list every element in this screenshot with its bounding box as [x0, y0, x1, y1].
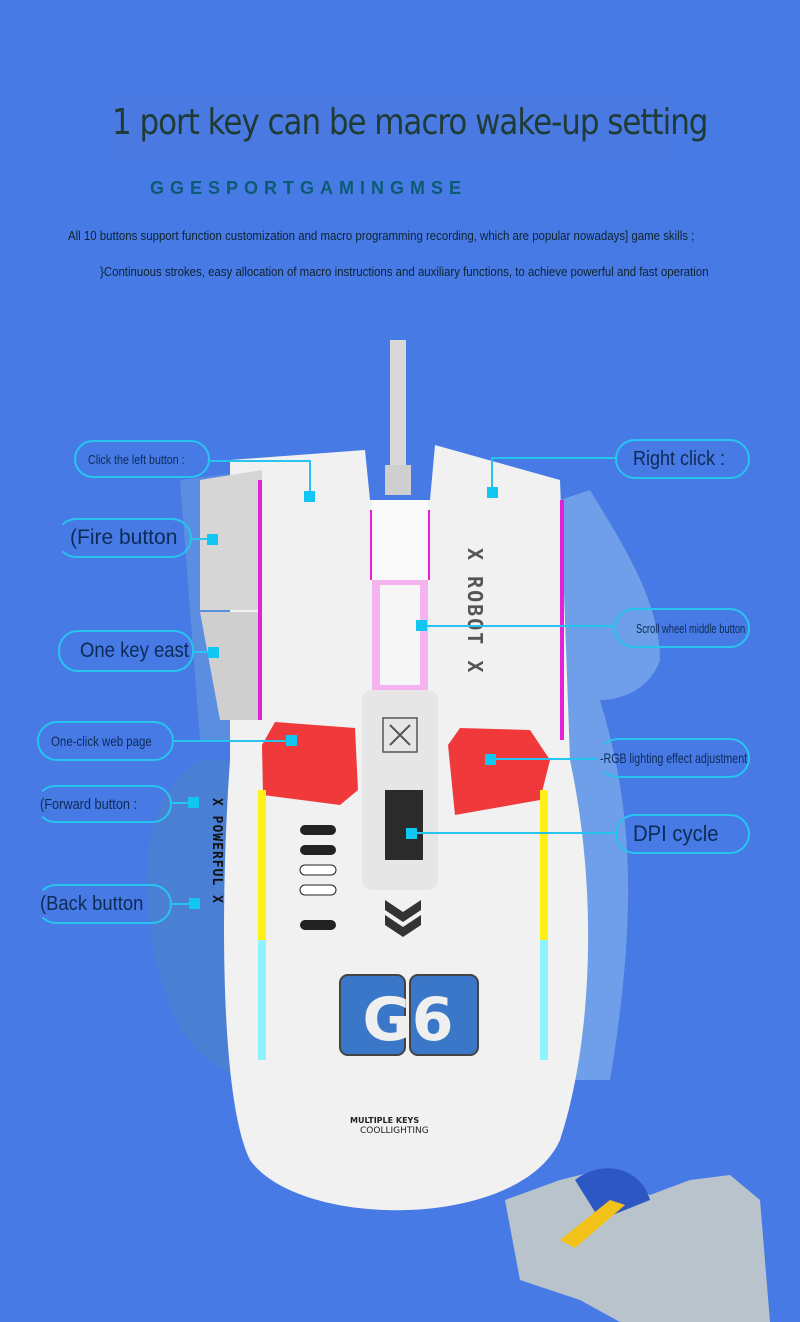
callout-one-key-east: One key east	[58, 630, 194, 672]
gaming-mouse-illustration: G6 MULTIPLE KEYS COOLLIGHTING X ROBOT X …	[146, 340, 770, 1322]
svg-text:X POWERFUL X: X POWERFUL X	[209, 798, 224, 904]
description-line-2: }Continuous strokes, easy allocation of …	[100, 264, 709, 279]
forward-button-marker	[188, 797, 199, 808]
dpi-button	[385, 790, 423, 860]
callout-scroll-wheel: Scroll wheel middle button	[614, 608, 750, 648]
callout-forward-button: (Forward button :	[36, 785, 172, 823]
rgb-button	[448, 728, 550, 815]
title-band	[108, 98, 678, 160]
back-button-marker	[189, 898, 200, 909]
callout-rgb-lighting: -RGB lighting effect adjustment	[598, 738, 750, 778]
svg-text:COOLLIGHTING: COOLLIGHTING	[360, 1126, 429, 1136]
description-line-1: All 10 buttons support function customiz…	[68, 228, 695, 243]
scroll-wheel-marker	[416, 620, 427, 631]
dpi-marker	[406, 828, 417, 839]
fire-button-marker	[207, 534, 218, 545]
svg-text:MULTIPLE KEYS: MULTIPLE KEYS	[350, 1116, 419, 1125]
robot-figure	[505, 1170, 770, 1322]
rgb-marker	[485, 754, 496, 765]
right-click-marker	[487, 487, 498, 498]
callout-right-click: Right click :	[615, 439, 750, 479]
one-key-side-button	[200, 612, 262, 720]
callout-back-button: (Back button	[36, 884, 172, 924]
callout-one-click-web: One-click web page	[37, 721, 174, 761]
web-page-marker	[286, 735, 297, 746]
brand-subtitle: GGESPORTGAMINGMSE	[150, 178, 468, 198]
callout-dpi-cycle: DPI cycle	[615, 814, 750, 854]
callout-left-click: Click the left button :	[74, 440, 210, 478]
page-title: 1 port key can be macro wake-up setting	[112, 102, 708, 143]
callout-fire-button: (Fire button	[56, 518, 192, 558]
one-key-east-marker	[208, 647, 219, 658]
center-top	[372, 500, 428, 580]
web-page-button	[262, 722, 358, 805]
svg-text:X ROBOT X: X ROBOT X	[463, 548, 487, 674]
fire-side-button	[200, 470, 262, 610]
g6-logo: G6	[363, 985, 454, 1055]
mouse-cable	[390, 340, 406, 470]
left-click-marker	[304, 491, 315, 502]
